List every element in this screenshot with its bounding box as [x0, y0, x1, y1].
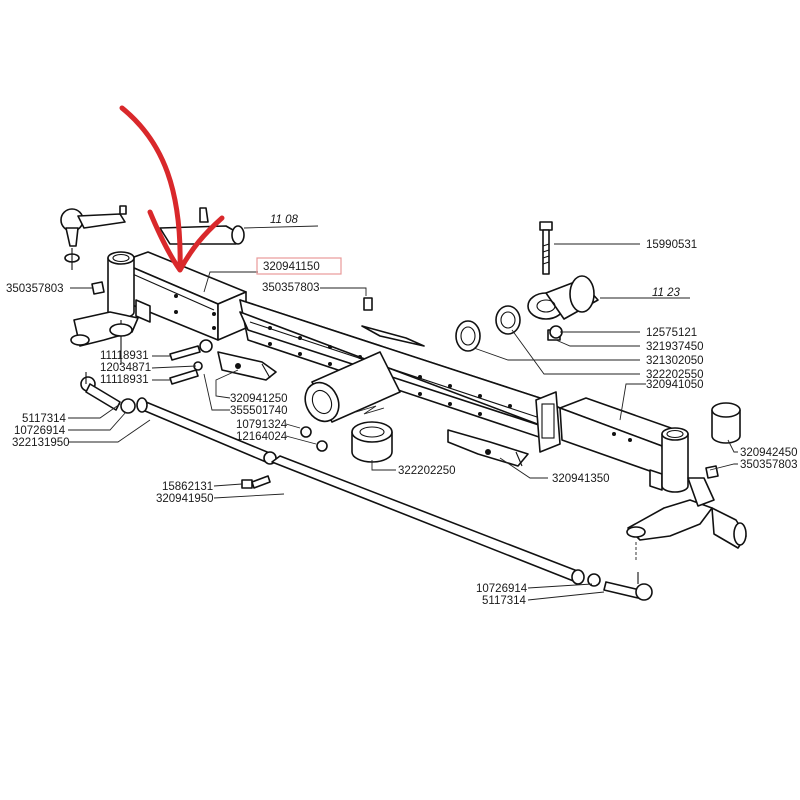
part-label-322131950[interactable]: 322131950: [12, 437, 70, 449]
part-label-320941950[interactable]: 320941950: [156, 493, 214, 505]
grease-fitting-left: [91, 281, 105, 295]
center-pivot-sleeve: [304, 351, 401, 423]
bolts-11118931: [169, 339, 213, 385]
bushing-322202250: [351, 421, 393, 463]
part-label-350357803-right[interactable]: 350357803: [740, 459, 798, 471]
right-steering-knuckle: [626, 477, 747, 560]
right-pivot-tube: [661, 427, 689, 493]
part-label-320941350[interactable]: 320941350: [552, 473, 610, 485]
part-label-10726914-left[interactable]: 10726914: [14, 425, 66, 437]
part-label-321302050[interactable]: 321302050: [646, 355, 704, 367]
part-label-322202550[interactable]: 322202550: [646, 369, 704, 381]
center-axle-beam: [239, 299, 561, 453]
part-label-11118931-bottom[interactable]: 11118931: [100, 374, 149, 386]
tie-rod-end-left: [80, 372, 136, 414]
red-arrow-icon: [119, 105, 225, 273]
left-axle-beam[interactable]: [119, 251, 247, 341]
part-label-350357803-center[interactable]: 350357803: [262, 282, 320, 294]
seal-322202550: [495, 305, 521, 335]
bracket-320941350: [447, 429, 529, 467]
seal-321302050: [455, 320, 481, 352]
part-label-355501740[interactable]: 355501740: [230, 405, 288, 417]
part-label-320941050[interactable]: 320941050: [646, 379, 704, 391]
tie-rod-right-320941950: [271, 455, 601, 587]
part-label-320941250[interactable]: 320941250: [230, 393, 288, 405]
part-label-322202250[interactable]: 322202250: [398, 465, 456, 477]
part-label-11118931-top[interactable]: 11118931: [100, 350, 149, 362]
ref-1123-label: 11 23: [652, 287, 681, 299]
part-label-5117314-right[interactable]: 5117314: [482, 595, 527, 607]
tie-rod-end-right: [603, 572, 653, 601]
bolt-15990531: [539, 221, 553, 275]
bracket-320941250: [217, 351, 277, 381]
part-label-320941150[interactable]: 320941150: [263, 261, 320, 273]
part-label-12575121[interactable]: 12575121: [646, 327, 697, 339]
grease-fitting-center: [363, 297, 373, 311]
right-bushing-320942450: [711, 402, 741, 444]
part-label-350357803-left[interactable]: 350357803: [6, 283, 64, 295]
right-hub-assembly: [527, 275, 690, 341]
highlight-box: [256, 257, 342, 275]
left-steering-arm: [70, 311, 139, 366]
part-label-10726914-right[interactable]: 10726914: [476, 583, 528, 595]
part-label-15990531[interactable]: 15990531: [646, 239, 697, 251]
part-label-15862131[interactable]: 15862131: [162, 481, 213, 493]
part-label-320942450[interactable]: 320942450: [740, 447, 798, 459]
part-label-12034871[interactable]: 12034871: [100, 362, 151, 374]
part-label-12164024[interactable]: 12164024: [236, 431, 288, 443]
leader-lines: [68, 243, 738, 601]
part-label-321937450[interactable]: 321937450: [646, 341, 704, 353]
nut-10791324: [300, 426, 312, 438]
ref-1108-label: 11 08: [270, 214, 299, 226]
left-pivot-tube: [107, 251, 135, 319]
part-label-5117314-left[interactable]: 5117314: [22, 413, 67, 425]
tie-rod-left-322131950: [136, 397, 277, 465]
bolt-15862131: [241, 475, 271, 489]
nut-12164024: [316, 440, 328, 452]
grease-fitting-right: [705, 465, 719, 479]
part-label-10791324[interactable]: 10791324: [236, 419, 288, 431]
